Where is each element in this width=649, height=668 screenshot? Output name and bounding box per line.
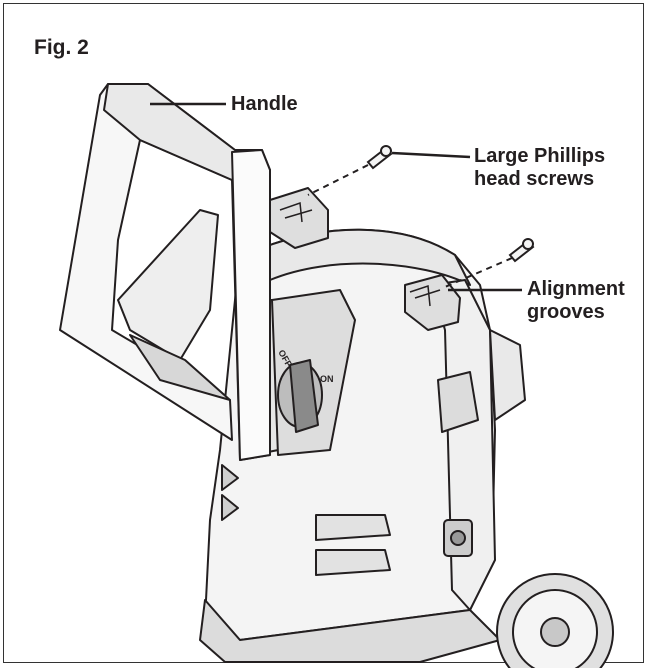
base [199, 599, 501, 663]
alignment-groove-2 [409, 284, 431, 307]
callout-handle: Handle [231, 93, 298, 115]
callout-grooves-line1: Alignment [527, 278, 625, 300]
alignment-groove-1 [279, 201, 303, 223]
callout-screws-line1: Large Phillips [474, 145, 606, 167]
vent-lower [315, 549, 391, 576]
dash-screw-lower [444, 257, 513, 288]
hose-hook [437, 371, 479, 433]
switch-on-label: ON [320, 374, 334, 384]
callout-screws: Large Phillips head screws [474, 145, 605, 191]
callout-screws-line2: head screws [474, 168, 595, 190]
handle-bracket-left [269, 187, 329, 249]
figure-title: Fig. 2 [34, 36, 89, 59]
wheel [496, 573, 614, 668]
rear-upright [431, 279, 496, 611]
dash-screw-upper [307, 164, 369, 196]
callout-grooves-line2: grooves [527, 301, 605, 323]
callout-grooves: Alignment grooves [527, 278, 625, 324]
vent-upper [315, 514, 391, 541]
leader-screws [391, 151, 471, 159]
